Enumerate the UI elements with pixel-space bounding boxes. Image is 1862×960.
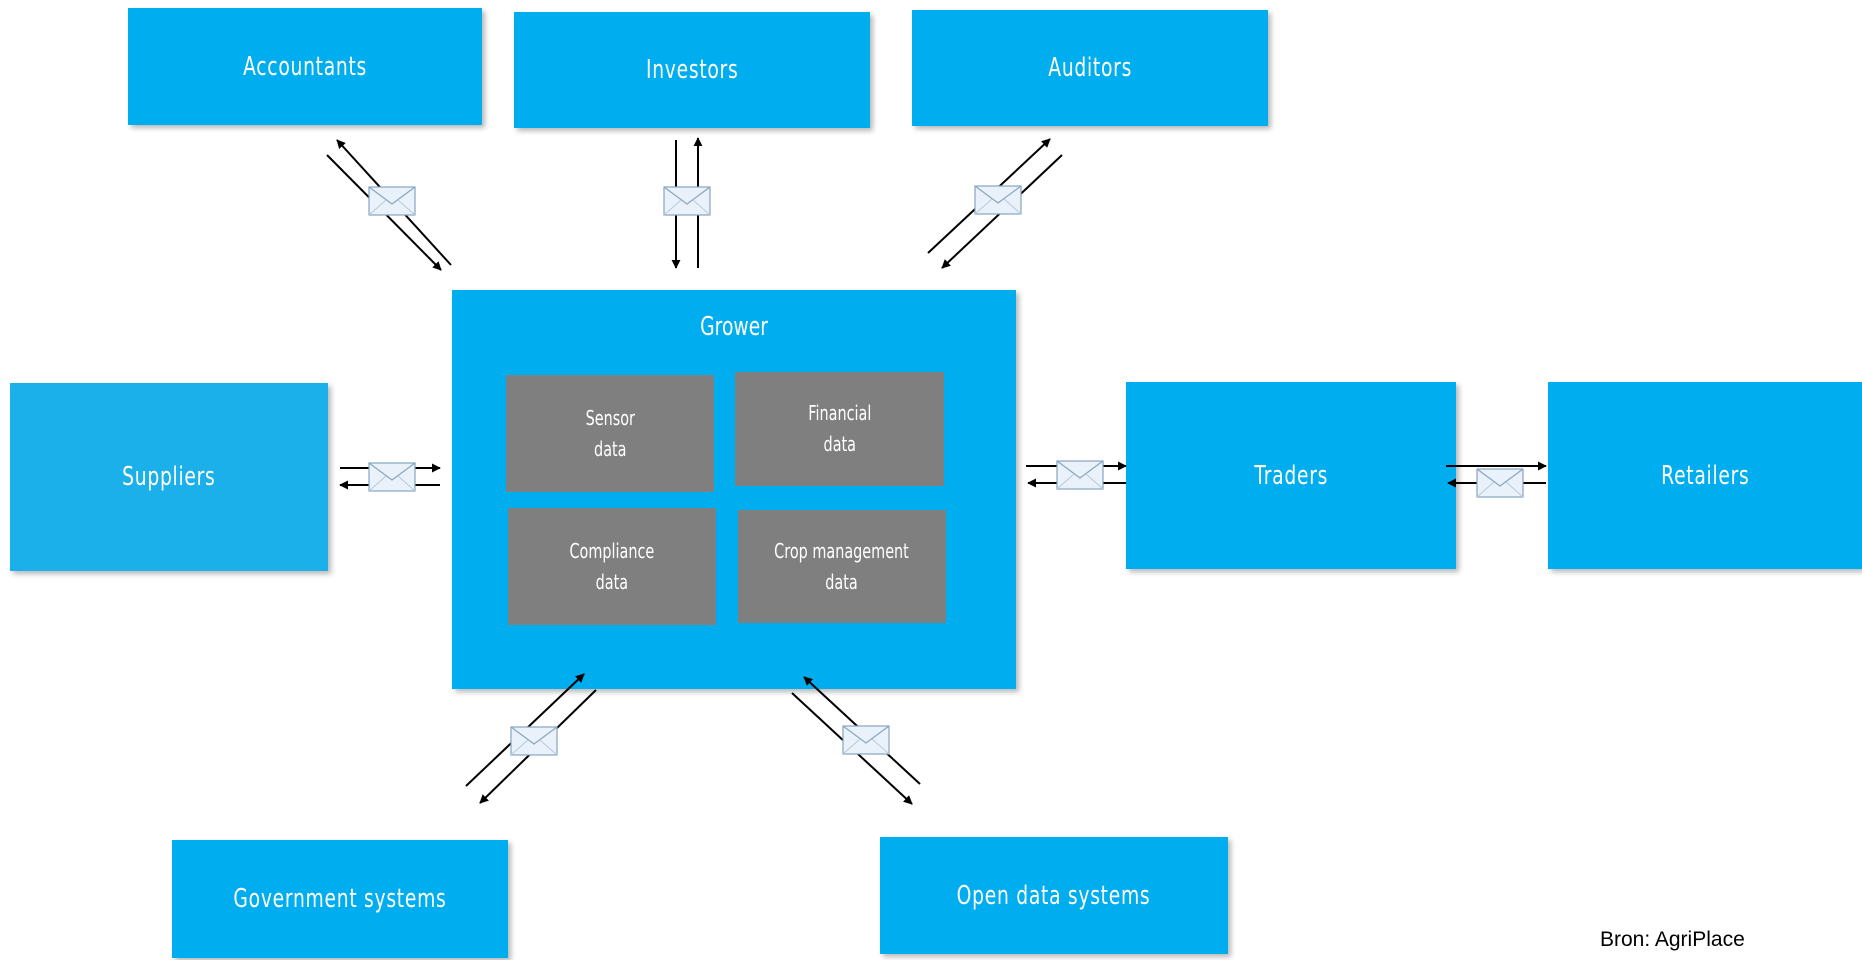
- traders-node: Traders: [1126, 382, 1456, 569]
- compliance-data-block: Compliance data: [508, 508, 716, 625]
- auditors-connector: [927, 138, 1063, 269]
- envelope-icon: [368, 462, 416, 492]
- auditors-node: Auditors: [912, 10, 1268, 126]
- investors-connector: [663, 137, 711, 269]
- investors-node: Investors: [514, 12, 870, 128]
- open-data-systems-node: Open data systems: [880, 837, 1228, 954]
- financial-data-block: Financial data: [735, 372, 944, 486]
- retailers-node: Retailers: [1548, 382, 1862, 569]
- envelope-icon: [974, 185, 1022, 215]
- crop-management-data-label: Crop management data: [774, 538, 910, 594]
- government-systems-label: Government systems: [233, 884, 447, 914]
- accountants-node: Accountants: [128, 8, 482, 125]
- grower-node: Grower Sensor data Financial data Compli…: [452, 290, 1016, 689]
- accountants-connector: [326, 139, 452, 271]
- envelope-icon: [842, 725, 890, 755]
- grower-title-text: Grower: [700, 312, 768, 342]
- auditors-label: Auditors: [1048, 53, 1132, 83]
- traders-connector: [1026, 460, 1127, 490]
- financial-data-label: Financial data: [807, 401, 872, 456]
- investors-label: Investors: [645, 55, 739, 85]
- retailers-label: Retailers: [1660, 460, 1750, 491]
- envelope-icon: [368, 186, 416, 216]
- retailers-connector: [1446, 461, 1547, 498]
- suppliers-node: Suppliers: [10, 383, 328, 571]
- open-data-systems-connector: [791, 676, 921, 805]
- sensor-data-block: Sensor data: [506, 375, 714, 492]
- envelope-icon: [1476, 468, 1524, 498]
- accountants-label: Accountants: [243, 51, 367, 82]
- envelope-icon: [663, 186, 711, 216]
- compliance-data-label: Compliance data: [569, 538, 655, 594]
- open-data-systems-label: Open data systems: [957, 880, 1151, 911]
- crop-management-data-block: Crop management data: [738, 510, 946, 623]
- envelope-icon: [510, 726, 558, 756]
- government-systems-node: Government systems: [172, 840, 508, 958]
- traders-label: Traders: [1254, 460, 1328, 491]
- source-credit: Bron: AgriPlace: [1600, 928, 1745, 951]
- envelope-icon: [1056, 460, 1104, 490]
- government-systems-connector: [465, 673, 597, 804]
- suppliers-connector: [339, 462, 441, 492]
- suppliers-label: Suppliers: [122, 462, 216, 492]
- sensor-data-label: Sensor data: [585, 405, 635, 461]
- grower-title: Grower: [452, 312, 1016, 342]
